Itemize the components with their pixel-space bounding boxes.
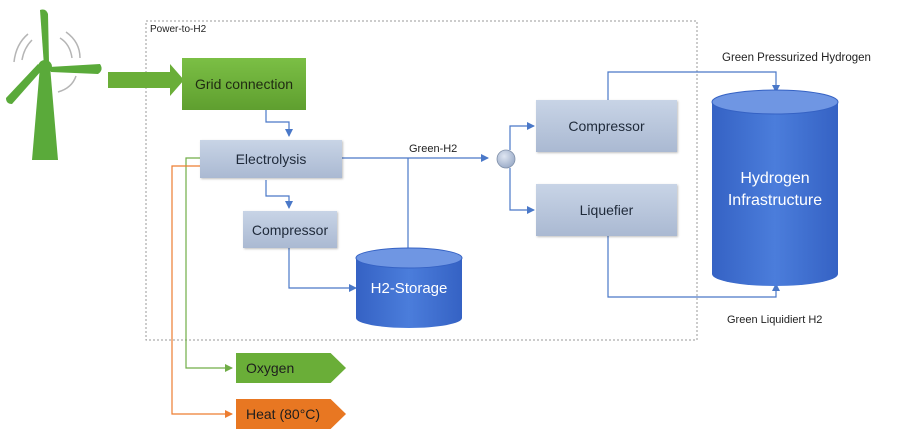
- h2-storage-label: H2-Storage: [370, 280, 448, 297]
- hydrogen-infrastructure-line2: Infrastructure: [727, 192, 823, 209]
- edge-compressor-storage: [288, 248, 357, 292]
- arrow-right-icon: [108, 64, 184, 96]
- edge-junction-liquefier: [509, 168, 535, 214]
- h2-storage-cylinder: [355, 247, 463, 328]
- edge-electrolysis-oxygen: [185, 157, 233, 372]
- edge-junction-compressor: [509, 122, 535, 150]
- edge-liquefier-infrastructure: [607, 236, 780, 298]
- oxygen-output: Oxygen: [236, 353, 346, 383]
- hydrogen-infrastructure-label: Hydrogen Infrastructure: [712, 168, 838, 212]
- power-to-h2-boundary: [145, 20, 698, 341]
- heat-output: Heat (80°C): [236, 399, 346, 429]
- liquefier-box: Liquefier: [536, 184, 677, 236]
- edge-compressor-infrastructure: [607, 71, 780, 100]
- edge-grid-electrolysis: [265, 110, 293, 137]
- compressor-high-box: Compressor: [536, 100, 677, 152]
- green-pressurized-label: Green Pressurized Hydrogen: [722, 52, 871, 64]
- compressor-low-box: Compressor: [243, 211, 337, 248]
- grid-connection-box: Grid connection: [182, 58, 306, 110]
- hydrogen-infrastructure-line1: Hydrogen: [740, 170, 810, 187]
- boundary-label: Power-to-H2: [150, 24, 207, 35]
- wind-turbine-icon: [6, 9, 102, 160]
- electrolysis-box: Electrolysis: [200, 140, 342, 178]
- edge-electrolysis-heat: [171, 165, 233, 418]
- hydrogen-infrastructure-cylinder: [711, 89, 839, 286]
- green-h2-label: Green-H2: [409, 143, 458, 155]
- edge-electrolysis-compressor: [265, 180, 293, 209]
- flow-junction: [496, 149, 516, 169]
- green-liquid-label: Green Liquidiert H2: [727, 314, 823, 326]
